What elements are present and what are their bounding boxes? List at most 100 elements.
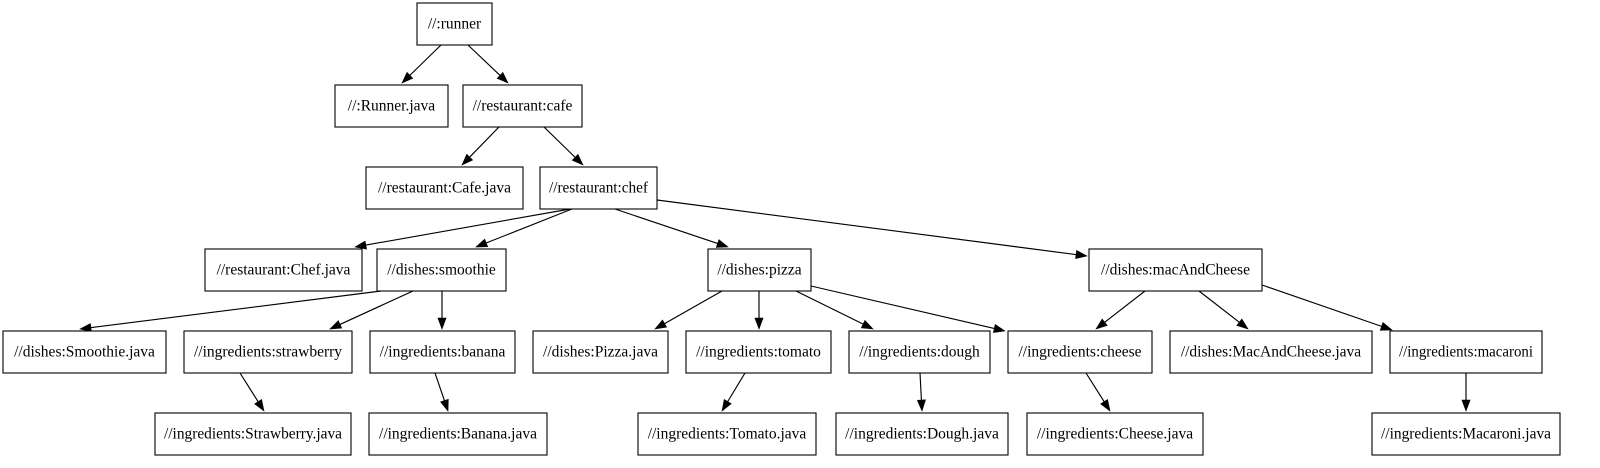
graph-node[interactable]: //restaurant:Chef.java	[204, 248, 363, 292]
edge-arrowhead-icon	[354, 240, 367, 250]
graph-edge	[475, 208, 573, 248]
node-box[interactable]	[848, 330, 991, 374]
node-box[interactable]	[1088, 248, 1263, 292]
edge-arrowhead-icon	[754, 317, 764, 330]
node-label: //dishes:smoothie	[387, 262, 496, 279]
node-box[interactable]	[835, 412, 1009, 456]
graph-node[interactable]: //ingredients:banana	[369, 330, 516, 374]
graph-node[interactable]: //ingredients:tomato	[685, 330, 832, 374]
graph-node[interactable]: //ingredients:Dough.java	[835, 412, 1009, 456]
node-label: //ingredients:Strawberry.java	[164, 426, 342, 443]
graph-node[interactable]: //:runner	[416, 2, 493, 46]
graph-edge	[543, 126, 584, 166]
edge-arrowhead-icon	[79, 323, 92, 333]
node-box[interactable]	[707, 248, 812, 292]
edge-arrowhead-icon	[1461, 399, 1471, 412]
graph-edge	[721, 372, 746, 412]
node-box[interactable]	[154, 412, 352, 456]
edge-line	[467, 44, 502, 77]
edge-arrowhead-icon	[1236, 318, 1249, 330]
node-box[interactable]	[539, 166, 658, 210]
edges-layer	[79, 44, 1471, 412]
edge-arrowhead-icon	[1075, 250, 1088, 260]
graph-edge	[916, 372, 926, 412]
graph-node[interactable]: //ingredients:Cheese.java	[1026, 412, 1204, 456]
graph-node[interactable]: //ingredients:dough	[848, 330, 991, 374]
graph-node[interactable]: //dishes:Smoothie.java	[2, 330, 167, 374]
node-label: //ingredients:tomato	[696, 344, 821, 361]
graph-edge	[329, 290, 414, 330]
edge-line	[1103, 290, 1146, 324]
node-box[interactable]	[204, 248, 363, 292]
graph-node[interactable]: //dishes:macAndCheese	[1088, 248, 1263, 292]
node-box[interactable]	[416, 2, 493, 46]
edge-line	[364, 208, 571, 246]
graph-node[interactable]: //dishes:MacAndCheese.java	[1169, 330, 1373, 374]
node-label: //restaurant:chef	[549, 180, 649, 197]
node-label: //ingredients:Macaroni.java	[1381, 426, 1551, 443]
edge-arrowhead-icon	[1100, 399, 1111, 412]
node-box[interactable]	[1371, 412, 1561, 456]
edge-line	[919, 372, 923, 402]
node-box[interactable]	[532, 330, 669, 374]
edge-arrowhead-icon	[571, 153, 584, 166]
node-label: //ingredients:Banana.java	[379, 426, 537, 443]
edge-arrowhead-icon	[992, 324, 1006, 333]
graph-node[interactable]: //dishes:pizza	[707, 248, 812, 292]
node-box[interactable]	[462, 84, 583, 128]
edge-line	[795, 290, 865, 326]
node-label: //:Runner.java	[348, 98, 436, 115]
graph-node[interactable]: //ingredients:Macaroni.java	[1371, 412, 1561, 456]
graph-node[interactable]: //ingredients:Strawberry.java	[154, 412, 352, 456]
graph-edge	[437, 291, 447, 330]
edge-line	[468, 126, 500, 159]
node-box[interactable]	[685, 330, 832, 374]
node-box[interactable]	[1389, 330, 1543, 374]
graph-node[interactable]: //dishes:smoothie	[376, 248, 507, 292]
edge-line	[656, 199, 1078, 256]
node-box[interactable]	[637, 412, 817, 456]
node-box[interactable]	[368, 412, 548, 456]
graph-node[interactable]: //restaurant:chef	[539, 166, 658, 210]
graph-edge	[656, 199, 1088, 260]
edge-arrowhead-icon	[437, 317, 447, 330]
node-label: //restaurant:Chef.java	[217, 262, 351, 279]
graph-node[interactable]: //ingredients:Tomato.java	[637, 412, 817, 456]
node-label: //ingredients:strawberry	[194, 344, 342, 361]
graph-edge	[754, 291, 764, 330]
node-label: //ingredients:banana	[380, 344, 506, 361]
graph-node[interactable]: //:Runner.java	[334, 84, 449, 128]
edge-arrowhead-icon	[1379, 322, 1393, 331]
node-label: //dishes:pizza	[717, 262, 801, 279]
graph-node[interactable]: //ingredients:macaroni	[1389, 330, 1543, 374]
node-box[interactable]	[1007, 330, 1153, 374]
graph-node[interactable]: //ingredients:Banana.java	[368, 412, 548, 456]
edge-line	[434, 372, 446, 403]
node-box[interactable]	[365, 166, 524, 210]
node-box[interactable]	[183, 330, 353, 374]
node-box[interactable]	[334, 84, 449, 128]
graph-edge	[654, 290, 723, 330]
graph-node[interactable]: //restaurant:cafe	[462, 84, 583, 128]
graph-edge	[810, 285, 1006, 333]
graph-node[interactable]: //ingredients:strawberry	[183, 330, 353, 374]
node-box[interactable]	[2, 330, 167, 374]
edge-line	[89, 290, 382, 329]
nodes-layer: //:runner //:Runner.java //restaurant:cafe…	[2, 2, 1561, 456]
node-box[interactable]	[1026, 412, 1204, 456]
graph-node[interactable]: //restaurant:Cafe.java	[365, 166, 524, 210]
node-box[interactable]	[376, 248, 507, 292]
node-label: //ingredients:macaroni	[1399, 344, 1534, 361]
graph-edge	[1085, 372, 1111, 412]
graph-node[interactable]: //dishes:Pizza.java	[532, 330, 669, 374]
graph-edge	[467, 44, 509, 84]
graph-node[interactable]: //ingredients:cheese	[1007, 330, 1153, 374]
node-box[interactable]	[1169, 330, 1373, 374]
node-box[interactable]	[369, 330, 516, 374]
edge-arrowhead-icon	[496, 71, 509, 84]
node-label: //ingredients:Cheese.java	[1037, 426, 1193, 443]
graph-edge	[1198, 290, 1249, 330]
graph-edge	[434, 372, 449, 412]
edge-arrowhead-icon	[715, 239, 729, 248]
node-label: //restaurant:cafe	[473, 98, 573, 115]
